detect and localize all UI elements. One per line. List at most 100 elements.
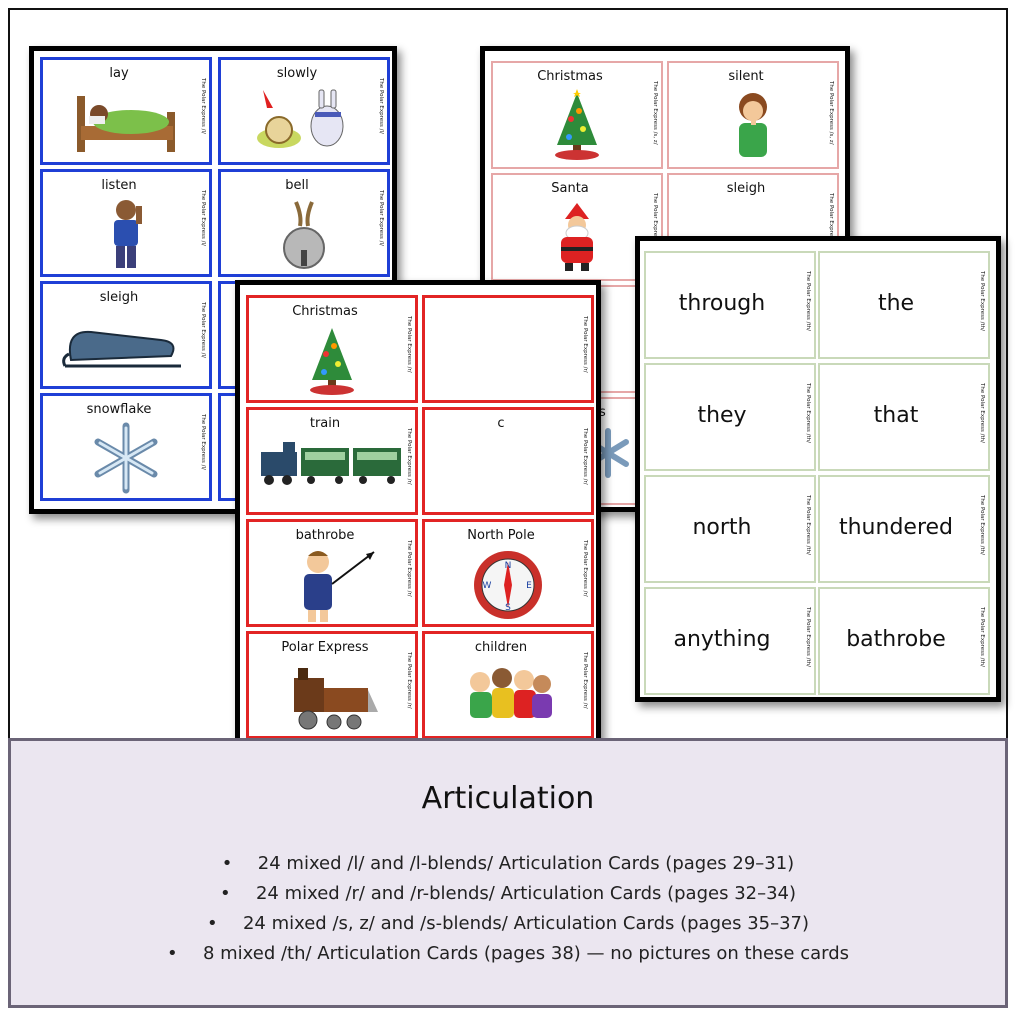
list-item-text: 24 mixed /r/ and /r-blends/ Articulation… (255, 883, 797, 904)
card-word: train (309, 416, 341, 431)
list-item: • 24 mixed /r/ and /r-blends/ Articulatio… (11, 879, 1005, 909)
bullet-icon: • (219, 883, 231, 904)
card-tag: The Polar Express /l/ (378, 190, 384, 246)
card-listen: listen The Polar Express /l/ (40, 169, 212, 277)
card-lay: lay The Polar Express /l/ (40, 57, 212, 165)
card-bathrobe-th: bathrobe The Polar Express /th/ (818, 587, 990, 695)
card-tag: The Polar Express /th/ (805, 607, 811, 667)
snail-rabbit-icon (257, 89, 344, 148)
card-tag: The Polar Express /r/ (582, 316, 588, 373)
panel-title: Articulation (421, 781, 595, 816)
card-sleigh: sleigh The Polar Express /l/ (40, 281, 212, 389)
children-icon (470, 668, 552, 718)
card-christmas-red: Christmas The Polar Express /r/ (246, 295, 418, 403)
card-tag: The Polar Express /th/ (979, 271, 985, 331)
card-they: they The Polar Express /th/ (644, 363, 816, 471)
svg-text:N: N (505, 561, 512, 571)
card-tag: The Polar Express /s, z/ (652, 193, 658, 257)
list-item-text: 8 mixed /th/ Articulation Cards (pages 3… (202, 943, 850, 964)
christmas-tree-icon (555, 89, 599, 160)
card-tag: The Polar Express /s, z/ (828, 81, 834, 145)
card-tag: The Polar Express /l/ (200, 190, 206, 246)
card-word: children (474, 640, 528, 655)
card-word: sleigh (726, 181, 766, 196)
card-tag: The Polar Express /r/ (406, 540, 412, 597)
th-cards-sheet: through The Polar Express /th/ the The P… (635, 236, 1001, 702)
card-tag: The Polar Express /s, z/ (652, 81, 658, 145)
bullet-icon: • (221, 853, 233, 874)
bed-icon (77, 96, 175, 152)
card-word: thundered (838, 515, 954, 540)
card-thundered: thundered The Polar Express /th/ (818, 475, 990, 583)
card-tag: The Polar Express /r/ (582, 652, 588, 709)
svg-text:E: E (526, 581, 532, 591)
card-word: lay (109, 66, 129, 81)
card-word: slowly (276, 66, 318, 81)
card-polar-express: Polar Express The Polar Express /r/ (246, 631, 418, 739)
card-tag: The Polar Express /th/ (979, 607, 985, 667)
feature-list: • 24 mixed /l/ and /l-blends/ Articulatio… (11, 849, 1005, 969)
svg-text:S: S (505, 603, 511, 613)
card-snowflake: snowflake The Polar Express /l/ (40, 393, 212, 501)
girl-shh-icon (739, 93, 767, 157)
card-children: children The Polar Express /r/ (422, 631, 594, 739)
card-tag: The Polar Express /r/ (406, 316, 412, 373)
card-tag: The Polar Express /l/ (200, 78, 206, 134)
card-train: train The Polar Express /r/ (246, 407, 418, 515)
bullet-icon: • (166, 943, 178, 964)
card-word: Christmas (292, 304, 358, 319)
card-tag: The Polar Express /r/ (406, 428, 412, 485)
locomotive-icon (294, 668, 378, 730)
card-tag: The Polar Express /r/ (582, 540, 588, 597)
card-that: that The Polar Express /th/ (818, 363, 990, 471)
card-tag: The Polar Express /th/ (805, 495, 811, 555)
svg-text:W: W (483, 581, 492, 591)
card-word: Santa (551, 181, 589, 196)
boy-bathrobe-icon (304, 551, 375, 622)
list-item: •24 mixed /s, z/ and /s-blends/ Articula… (11, 909, 1005, 939)
card-tag: The Polar Express /r/ (406, 652, 412, 709)
train-icon (261, 442, 401, 485)
card-word: silent (728, 69, 764, 84)
card-word: bell (285, 178, 309, 193)
list-item: • 24 mixed /l/ and /l-blends/ Articulatio… (11, 849, 1005, 879)
card-word: through (678, 291, 766, 316)
card-word: bathrobe (846, 627, 946, 652)
card-word: bathrobe (295, 528, 355, 543)
description-panel: Articulation • 24 mixed /l/ and /l-blends… (8, 738, 1008, 1008)
bell-icon (283, 201, 325, 269)
card-word: c (497, 416, 505, 431)
card-word: they (697, 403, 747, 428)
card-christmas: Christmas The Polar Express /s, z/ (491, 61, 663, 169)
card-tag: The Polar Express /l/ (200, 414, 206, 470)
card-bathrobe: bathrobe The Polar Express /r/ (246, 519, 418, 627)
card-north-pole: North Pole The Polar Express /r/ N S W E (422, 519, 594, 627)
snowflake-icon (94, 422, 158, 494)
card-tag: The Polar Express /l/ (378, 78, 384, 134)
card-the: the The Polar Express /th/ (818, 251, 990, 359)
card-word: the (877, 291, 915, 316)
list-item-text: 24 mixed /l/ and /l-blends/ Articulation… (257, 853, 795, 874)
card-word: snowflake (86, 402, 152, 417)
card-c: c The Polar Express /r/ (422, 407, 594, 515)
compass-icon: N S W E (474, 551, 542, 619)
card-word: that (873, 403, 919, 428)
card-tag: The Polar Express /th/ (979, 383, 985, 443)
card-word: anything (673, 627, 771, 652)
card-north: north The Polar Express /th/ (644, 475, 816, 583)
card-tag: The Polar Express /th/ (979, 495, 985, 555)
card-tag: The Polar Express /l/ (200, 302, 206, 358)
sleigh-icon (62, 330, 181, 368)
christmas-tree-icon (310, 328, 354, 395)
r-cards-sheet: Christmas The Polar Express /r/ The Pola… (235, 280, 601, 750)
card-bell: bell The Polar Express /l/ (218, 169, 390, 277)
card-anything: anything The Polar Express /th/ (644, 587, 816, 695)
card-word: north (692, 515, 752, 540)
card-tag: The Polar Express /th/ (805, 383, 811, 443)
card-word: North Pole (467, 528, 535, 543)
card-slowly: slowly The Polar Express /l/ (218, 57, 390, 165)
card-word: listen (101, 178, 137, 193)
santa-icon (561, 203, 593, 271)
card-through: through The Polar Express /th/ (644, 251, 816, 359)
card-tag: The Polar Express /s, z/ (828, 193, 834, 257)
